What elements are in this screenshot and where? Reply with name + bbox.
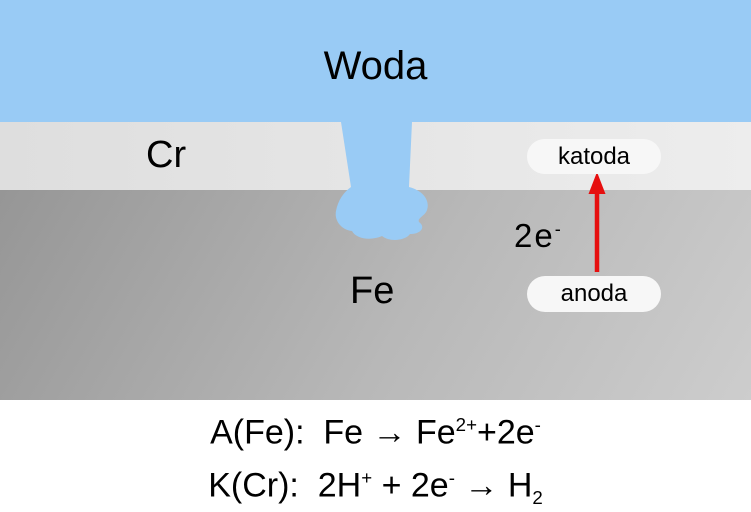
cathode-reaction-part: K(Cr): 2H (208, 466, 362, 505)
electron-flow-sup: - (554, 219, 561, 239)
cathode-reaction-sub: 2 (532, 487, 543, 509)
fe-label: Fe (350, 270, 395, 312)
water-region (0, 0, 751, 122)
cathode-reaction: K(Cr): 2H+ + 2e- → H2 (0, 455, 751, 512)
anode-reaction-sup: - (534, 414, 541, 435)
anode-reaction: A(Fe): Fe → Fe2++2e- (0, 402, 751, 455)
katoda-badge-label: katoda (557, 143, 631, 170)
anode-reaction-part: A(Fe): Fe → Fe (210, 413, 456, 452)
cr-label: Cr (146, 134, 187, 176)
electron-flow-label: 2e- (514, 210, 561, 255)
equations-panel: A(Fe): Fe → Fe2++2e- K(Cr): 2H+ + 2e- → … (0, 402, 751, 512)
anoda-badge: anoda (527, 276, 661, 312)
water-label: Woda (323, 44, 428, 88)
anode-reaction-sup: 2+ (455, 414, 477, 435)
cathode-reaction-sup: - (448, 467, 455, 489)
anode-reaction-part: +2e (476, 413, 535, 452)
katoda-badge: katoda (527, 139, 661, 174)
cathode-reaction-part: + 2e (372, 466, 449, 505)
cathode-reaction-part: → H (454, 466, 533, 505)
cathode-reaction-sup: + (361, 467, 373, 489)
electron-flow-base: 2e (514, 217, 555, 254)
anoda-badge-label: anoda (560, 280, 628, 307)
